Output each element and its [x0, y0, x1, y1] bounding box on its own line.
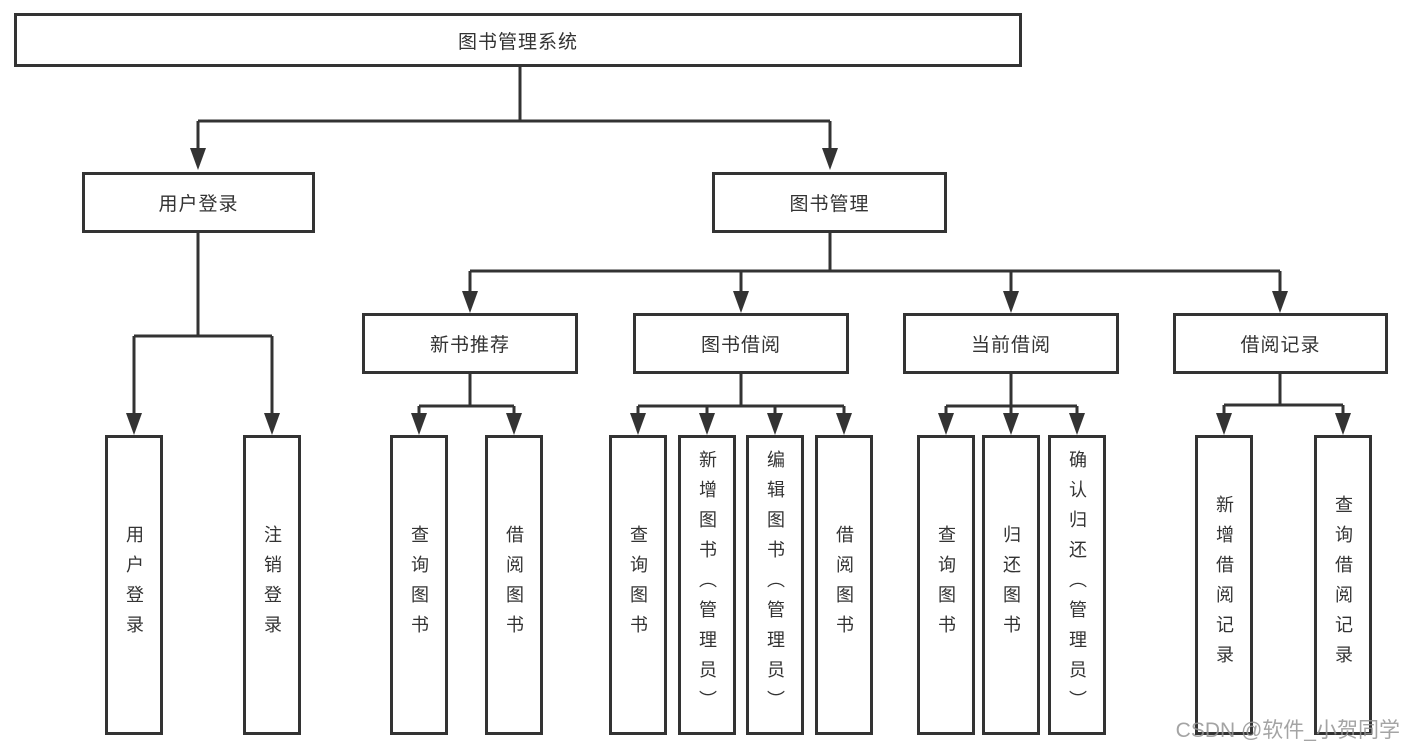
leaf-cb-confirm-return-admin: 确认归还（管理员） — [1048, 435, 1106, 735]
leaf-bb-query-books-label: 查询图书 — [628, 525, 648, 645]
leaf-user-login: 用户登录 — [105, 435, 163, 735]
arrowheads — [126, 148, 1351, 435]
leaf-cb-confirm-return-admin-label: 确认归还（管理员） — [1067, 450, 1087, 720]
leaf-br-add-record-label: 新增借阅记录 — [1214, 495, 1234, 675]
leaf-nbr-query-books-label: 查询图书 — [409, 525, 429, 645]
node-current-borrowing-label: 当前借阅 — [970, 335, 1051, 356]
node-new-book-recommend-label: 新书推荐 — [429, 335, 510, 356]
watermark: CSDN @软件_小贺同学 — [1175, 719, 1400, 742]
node-root: 图书管理系统 — [14, 13, 1022, 67]
leaf-nbr-borrow-books-label: 借阅图书 — [504, 525, 524, 645]
node-borrowing-records: 借阅记录 — [1173, 313, 1388, 374]
leaf-nbr-query-books: 查询图书 — [390, 435, 448, 735]
node-book-borrowing: 图书借阅 — [633, 313, 849, 374]
leaf-user-login-label: 用户登录 — [124, 525, 144, 645]
leaf-br-query-record: 查询借阅记录 — [1314, 435, 1372, 735]
leaf-bb-borrow-books: 借阅图书 — [815, 435, 873, 735]
node-user-login-label: 用户登录 — [158, 194, 239, 215]
leaf-cb-query-books-label: 查询图书 — [936, 525, 956, 645]
leaf-logout: 注销登录 — [243, 435, 301, 735]
node-book-borrowing-label: 图书借阅 — [700, 335, 781, 356]
leaf-logout-label: 注销登录 — [262, 525, 282, 645]
leaf-bb-edit-books-admin-label: 编辑图书（管理员） — [765, 450, 785, 720]
node-book-management: 图书管理 — [712, 172, 947, 233]
leaf-bb-query-books: 查询图书 — [609, 435, 667, 735]
node-new-book-recommend: 新书推荐 — [362, 313, 578, 374]
leaf-br-query-record-label: 查询借阅记录 — [1333, 495, 1353, 675]
leaf-cb-return-books-label: 归还图书 — [1001, 525, 1021, 645]
node-root-label: 图书管理系统 — [457, 31, 578, 53]
node-borrowing-records-label: 借阅记录 — [1240, 335, 1321, 356]
leaf-cb-return-books: 归还图书 — [982, 435, 1040, 735]
leaf-bb-edit-books-admin: 编辑图书（管理员） — [746, 435, 804, 735]
node-current-borrowing: 当前借阅 — [903, 313, 1119, 374]
node-user-login: 用户登录 — [82, 172, 315, 233]
node-book-management-label: 图书管理 — [789, 194, 870, 215]
leaf-nbr-borrow-books: 借阅图书 — [485, 435, 543, 735]
leaf-br-add-record: 新增借阅记录 — [1195, 435, 1253, 735]
leaf-bb-add-books-admin-label: 新增图书（管理员） — [697, 450, 717, 720]
leaf-bb-borrow-books-label: 借阅图书 — [834, 525, 854, 645]
leaf-cb-query-books: 查询图书 — [917, 435, 975, 735]
leaf-bb-add-books-admin: 新增图书（管理员） — [678, 435, 736, 735]
